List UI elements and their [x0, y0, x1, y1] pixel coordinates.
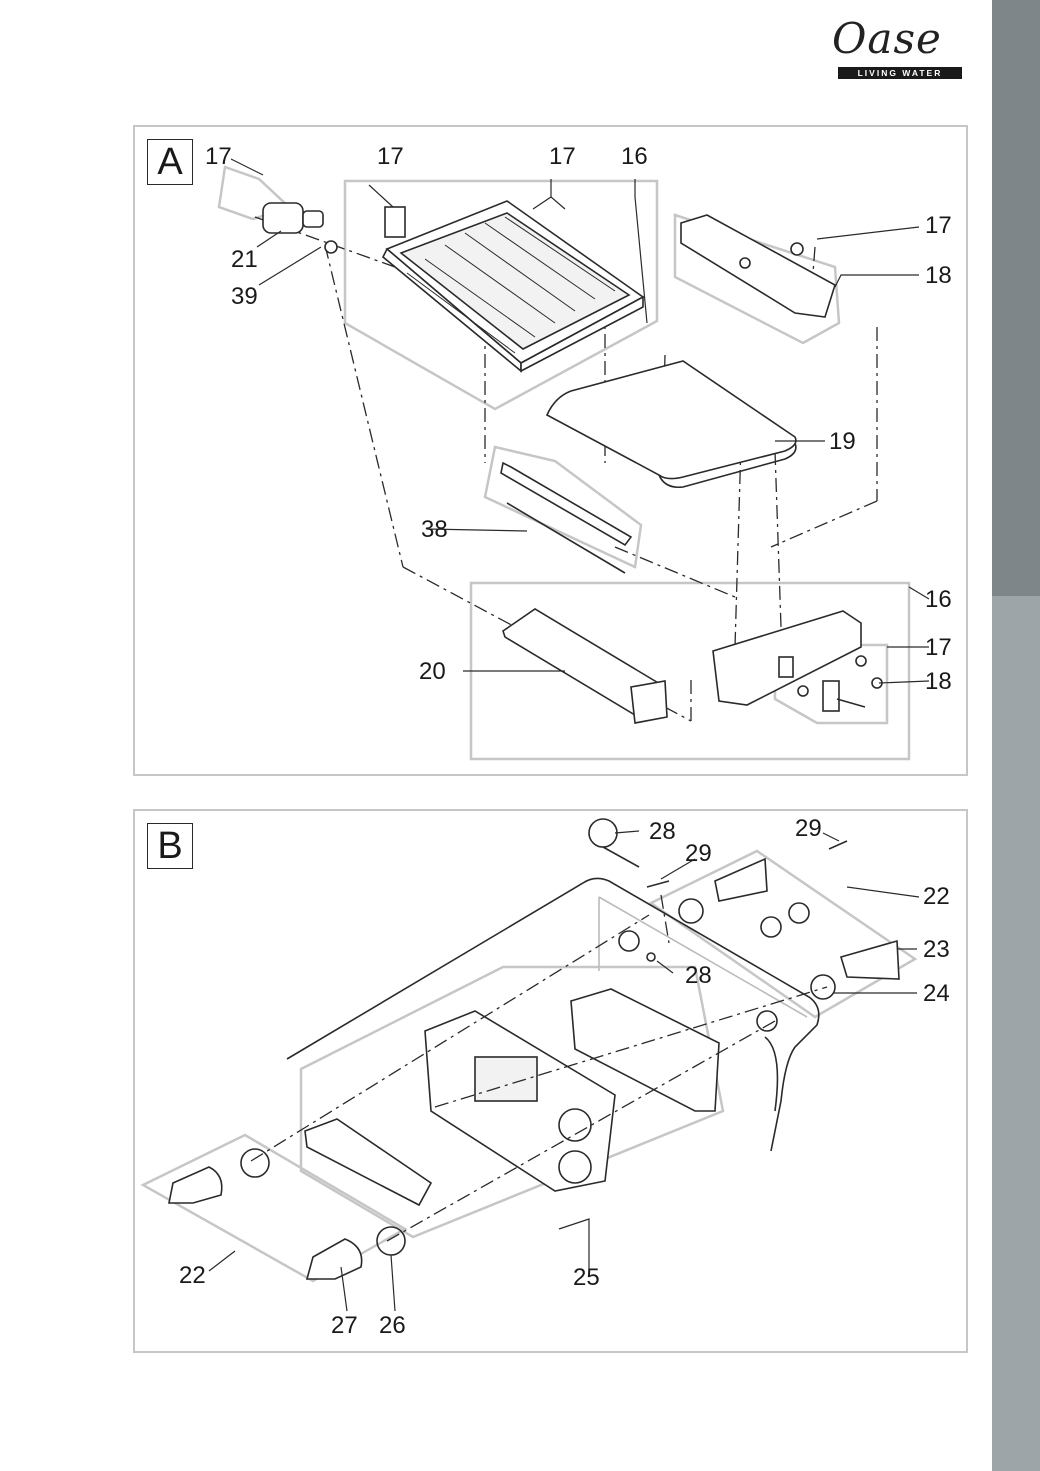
seal-ring-24	[810, 974, 836, 1000]
insert-port-b	[558, 1150, 592, 1184]
clip-17	[822, 680, 840, 712]
filter-tray-side	[520, 295, 644, 373]
screw-29-b	[828, 840, 848, 850]
panel-a-tag: A	[147, 139, 193, 185]
label-17: 17	[205, 143, 232, 170]
label-29: 29	[795, 815, 822, 842]
group-outline-22-top	[648, 849, 918, 1019]
label-38: 38	[421, 516, 448, 543]
panel-b: B 28 29 29 22 23 28 24 22 25 27 26	[133, 809, 968, 1353]
panel-a-drawing	[217, 158, 930, 761]
bracket-17	[384, 206, 406, 238]
filter-housing	[286, 877, 820, 1152]
rail-18	[680, 214, 836, 318]
label-25: 25	[573, 1264, 600, 1291]
label-22: 22	[179, 1262, 206, 1289]
hose-nozzle-top	[714, 857, 768, 902]
screw-29-a	[646, 880, 670, 888]
label-24: 24	[923, 980, 950, 1007]
housing-inner-edge	[598, 896, 808, 1018]
foam-pad-19	[545, 360, 797, 480]
foam-pad-edge	[658, 442, 797, 489]
group-outline-22-bottom	[140, 1133, 408, 1283]
label-17: 17	[377, 143, 404, 170]
label-39: 39	[231, 283, 258, 310]
inlet-22-bottom	[168, 1166, 223, 1204]
end-cap-knob-c	[797, 685, 809, 697]
label-27: 27	[331, 1312, 358, 1339]
strip-38	[506, 502, 626, 574]
insert-port-a	[558, 1108, 592, 1142]
panel-a: A 17 17 17 16 21 39 17 18 19 38 16 17 20…	[133, 125, 968, 776]
label-23: 23	[923, 936, 950, 963]
label-17: 17	[925, 634, 952, 661]
label-22: 22	[923, 883, 950, 910]
end-cap-knob-a	[855, 655, 867, 667]
label-20: 20	[419, 658, 446, 685]
tape-roll-28	[588, 818, 618, 848]
logo-tagline: LIVING WATER	[838, 67, 962, 79]
group-outline-38	[483, 445, 643, 569]
label-28: 28	[649, 818, 676, 845]
logo-wordmark: Oase	[832, 14, 942, 63]
hose-clamp-a	[760, 916, 782, 938]
filter-tray-inner	[399, 212, 631, 350]
rack	[570, 988, 720, 1112]
sidebar-band-light	[992, 596, 1040, 1471]
group-outline-25	[299, 965, 725, 1239]
label-21: 21	[231, 246, 258, 273]
pump-body	[262, 202, 304, 234]
rail-knob	[739, 257, 751, 269]
label-18: 18	[925, 668, 952, 695]
panel-b-tag: B	[147, 823, 193, 869]
label-29: 29	[685, 840, 712, 867]
label-19: 19	[829, 428, 856, 455]
inlet-27	[305, 1238, 363, 1280]
label-17: 17	[549, 143, 576, 170]
hose-nozzle-23	[840, 939, 900, 980]
group-outline-18-top	[673, 213, 841, 345]
bar-38	[500, 461, 633, 547]
panel-b-drawing	[140, 818, 920, 1312]
label-16: 16	[621, 143, 648, 170]
screw-17	[836, 698, 866, 708]
plug-28	[646, 952, 656, 962]
grate-tray	[304, 1118, 433, 1207]
label-17: 17	[925, 212, 952, 239]
oase-logo: Oase LIVING WATER	[828, 16, 968, 84]
label-16: 16	[925, 586, 952, 613]
group-outline-16-top	[343, 179, 659, 411]
insert-window	[474, 1056, 538, 1102]
pump-connector	[302, 210, 324, 228]
label-18: 18	[925, 262, 952, 289]
frame-20-end	[630, 680, 668, 724]
label-28: 28	[685, 962, 712, 989]
seal-ring-top	[678, 898, 704, 924]
sidebar-band-dark	[992, 0, 1040, 596]
filter-brush-rows	[406, 216, 616, 354]
hose-clamp-b	[788, 902, 810, 924]
rail-screw	[790, 242, 804, 256]
seal-ring-22	[240, 1148, 270, 1178]
tape-strip-28	[602, 846, 640, 868]
end-cap-slot	[778, 656, 794, 678]
housing-port-a	[618, 930, 640, 952]
pump-ring	[324, 240, 338, 254]
label-26: 26	[379, 1312, 406, 1339]
seal-ring-26	[376, 1226, 406, 1256]
housing-port-b	[756, 1010, 778, 1032]
